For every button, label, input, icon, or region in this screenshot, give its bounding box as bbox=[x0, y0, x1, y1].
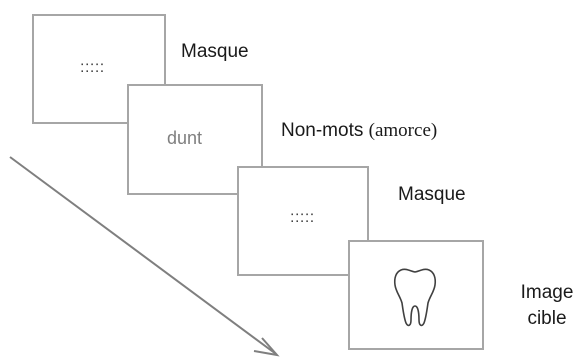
mask-symbol-1: ::::: bbox=[80, 59, 105, 76]
tooth-icon bbox=[393, 268, 437, 327]
label-mask-1: Masque bbox=[181, 41, 249, 62]
mask-frame-1 bbox=[32, 14, 166, 124]
target-frame bbox=[348, 240, 484, 350]
label-target-line-1: Image bbox=[520, 282, 574, 303]
label-prime: Non-mots (amorce) bbox=[281, 121, 437, 140]
label-prime-word: Non-mots bbox=[281, 120, 364, 141]
mask-frame-2 bbox=[237, 166, 369, 276]
prime-nonword: dunt bbox=[167, 128, 203, 148]
mask-symbol-2: ::::: bbox=[290, 209, 315, 226]
label-mask-2: Masque bbox=[398, 184, 466, 205]
label-target-line-2: cible bbox=[527, 308, 567, 329]
label-prime-paren: (amorce) bbox=[368, 120, 438, 141]
label-target: Image cible bbox=[512, 280, 582, 332]
